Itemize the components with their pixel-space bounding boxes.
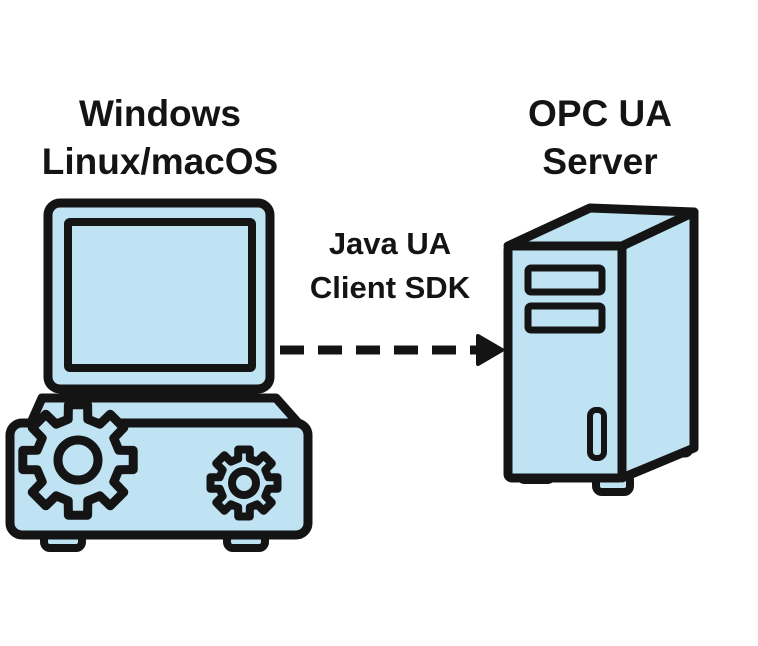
- server-label: OPC UA Server: [455, 90, 745, 186]
- server-power-slot: [587, 407, 607, 461]
- client-label-line-1: Windows: [78, 93, 242, 134]
- connection-label-line-1: Java UA: [328, 226, 452, 261]
- arrow-head-icon: [476, 334, 504, 366]
- server-side-panel: [617, 207, 699, 483]
- client-label-line-2: Linux/macOS: [41, 141, 279, 182]
- server-drive-bay-1: [524, 264, 606, 296]
- server-label-line-1: OPC UA: [528, 93, 672, 134]
- server-drive-bay-2: [524, 302, 606, 334]
- gear-small-hub: [228, 467, 260, 499]
- server-label-line-2: Server: [542, 141, 658, 182]
- client-computer-icon: [5, 198, 313, 552]
- client-platform-label: Windows Linux/macOS: [10, 90, 310, 186]
- connection-label-line-2: Client SDK: [309, 270, 471, 305]
- connection-label: Java UA Client SDK: [270, 222, 510, 310]
- gear-small-icon: [206, 445, 282, 521]
- monitor-screen: [64, 218, 256, 372]
- connection-arrow: [280, 334, 504, 366]
- gear-large-icon: [18, 400, 138, 520]
- server-tower-icon: [503, 203, 699, 496]
- gear-large-hub: [53, 435, 103, 485]
